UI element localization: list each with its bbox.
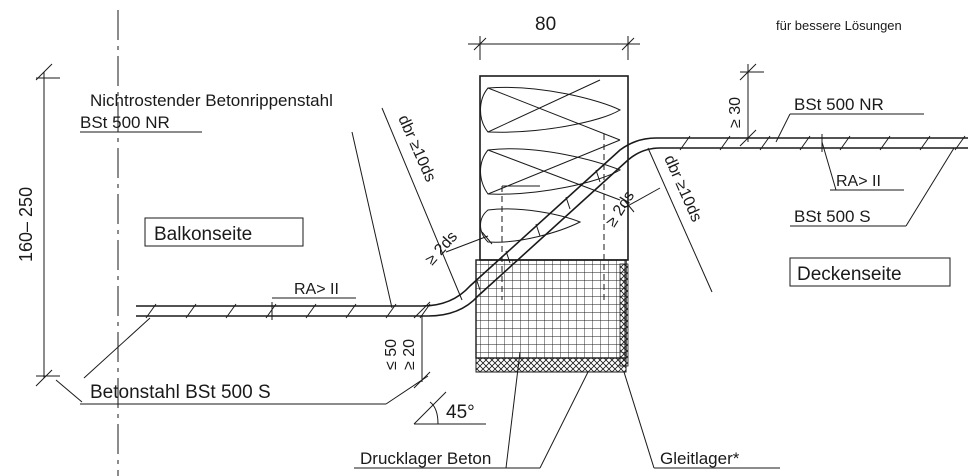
- bst-s-right-label: BSt 500 S: [794, 207, 871, 226]
- bottom-cover-20: ≥ 20: [401, 339, 418, 370]
- rebar-left-label: Betonstahl BSt 500 S: [90, 382, 271, 403]
- bend-radius-leader-left: [381, 107, 463, 301]
- width-80-label: 80: [535, 14, 556, 35]
- angle-label: 45°: [446, 402, 475, 423]
- balcony-side-box: [144, 217, 304, 247]
- steel-title-line1: Nichtrostender Betonrippenstahl: [90, 91, 333, 110]
- sliding-bearing-strip: [619, 263, 629, 367]
- steel-leader: [351, 131, 393, 309]
- height-dimension: [35, 63, 60, 387]
- angle-marker: [385, 375, 486, 425]
- ra-left-label: RA> II: [294, 281, 339, 298]
- balcony-side-label: Balkonseite: [154, 224, 252, 245]
- bend-radius-right-label: dbr ≥10ds: [660, 153, 704, 225]
- diagonal-hatches: [475, 169, 601, 291]
- corner-note: für bessere Lösungen: [776, 18, 902, 33]
- width-dimension: [468, 36, 640, 60]
- pressure-bearing-grid: [475, 259, 627, 359]
- sliding-bearing-leader: [623, 371, 655, 469]
- bst-nr-right-leader: [775, 113, 791, 143]
- height-range-label: 160– 250: [16, 187, 36, 262]
- bst-nr-right-label: BSt 500 NR: [794, 95, 884, 114]
- bst-s-right-leader: [905, 147, 955, 227]
- pressure-bearing-leader1: [505, 351, 521, 469]
- bend-radius-leader-right: [647, 147, 713, 293]
- ra-right-label: RA> II: [836, 173, 881, 190]
- main-rebar: [136, 137, 968, 317]
- bottom-cover-50: ≤ 50: [383, 339, 400, 370]
- top-cover-dimension: [739, 63, 764, 147]
- ceiling-side-box: [789, 257, 951, 287]
- two-ds-left-marker: [445, 231, 493, 253]
- ra-right-leader: [821, 141, 837, 191]
- bearing-crosshatch: [475, 357, 627, 373]
- right-bar-hatches: [679, 135, 966, 151]
- ceiling-side-label: Deckenseite: [797, 264, 902, 285]
- top-cover-label: ≥ 30: [727, 97, 744, 128]
- pressure-bearing-leader2: [539, 371, 589, 469]
- rebar-left-leader: [55, 379, 83, 403]
- two-ds-right-marker: [623, 187, 661, 213]
- left-bar-hatches: [145, 303, 431, 319]
- two-ds-right-label: ≥ 2ds: [603, 188, 638, 230]
- bend-radius-left-label: dbr ≥10ds: [394, 113, 438, 185]
- sliding-bearing-label: Gleitlager*: [660, 449, 740, 468]
- steel-title-line2: BSt 500 NR: [80, 113, 170, 132]
- pressure-bearing-label: Drucklager Beton: [360, 449, 491, 468]
- rebar-left-leader2: [83, 317, 151, 379]
